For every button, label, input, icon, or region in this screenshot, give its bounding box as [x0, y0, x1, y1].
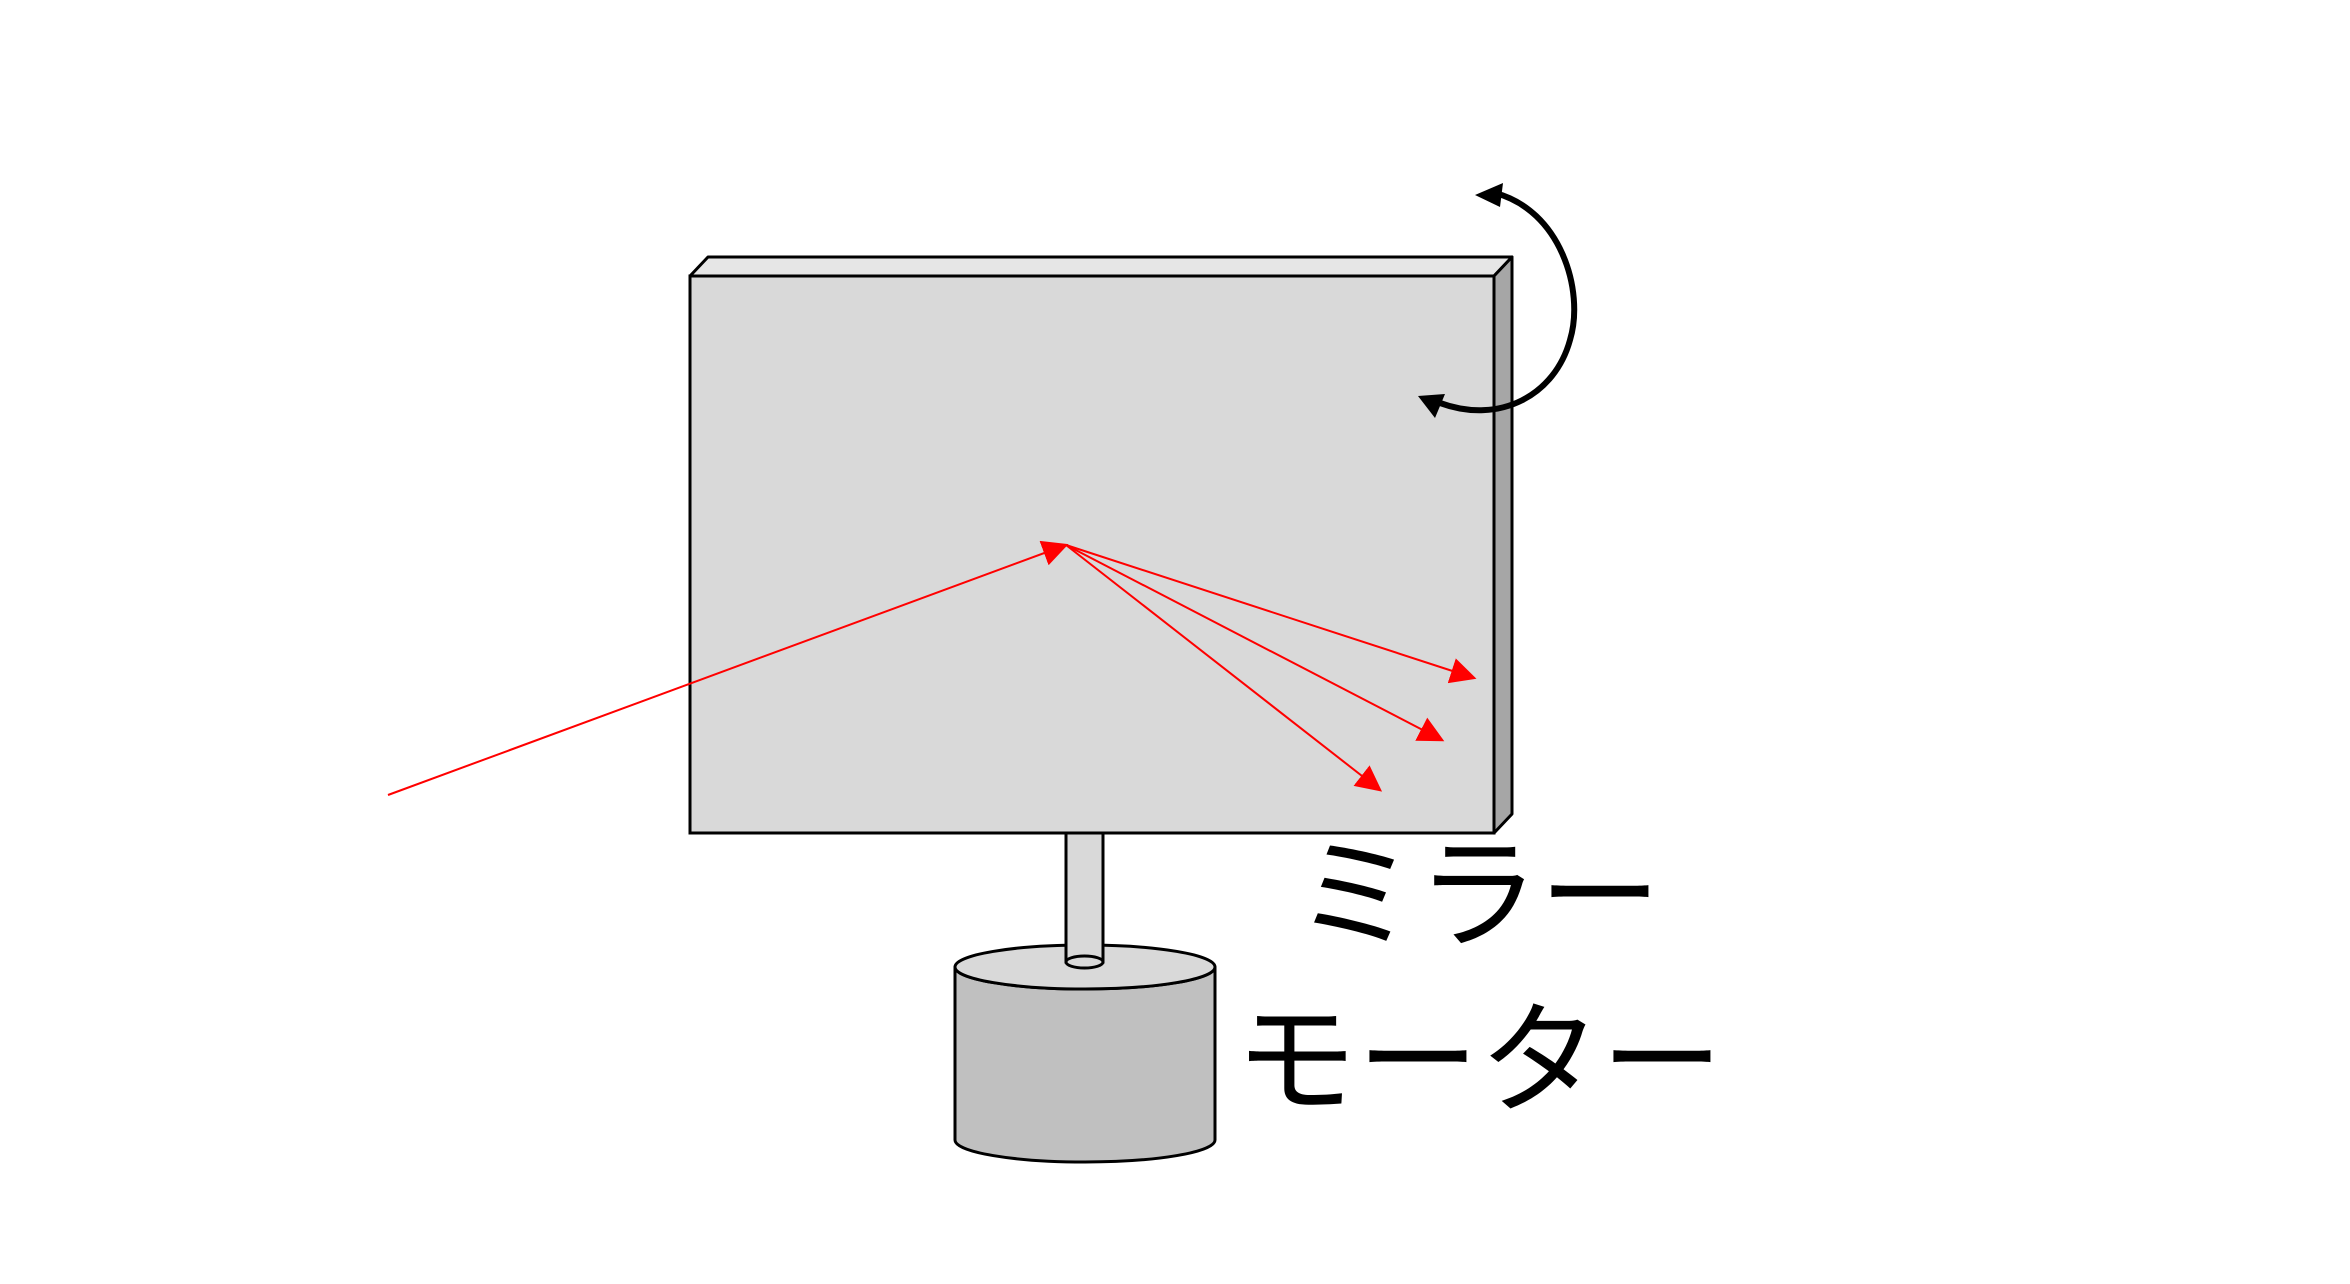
shaft-bottom [1064, 954, 1105, 970]
reflected-beam-middle [1065, 544, 1445, 742]
rotation-arrowhead-top [1475, 183, 1503, 207]
incident-beam [387, 540, 1069, 796]
rotation-arc [1437, 190, 1578, 414]
laser-beams [387, 540, 1477, 796]
shaft-body [1064, 830, 1105, 964]
reflected-beam-lower [1065, 544, 1383, 792]
shaft [1064, 830, 1105, 970]
mirror-side-edge [1492, 255, 1514, 835]
motor-label: モーター [1235, 990, 1723, 1132]
motor [953, 943, 1217, 1164]
reflected-beam-upper [1065, 544, 1477, 684]
mirror-top-edge [688, 255, 1514, 278]
rotation-arrow-icon [1418, 183, 1578, 418]
mirror [688, 255, 1514, 835]
rotation-arrowhead-bottom [1418, 394, 1445, 418]
mirror-label: ミラー [1295, 825, 1661, 967]
motor-body [953, 966, 1217, 1164]
